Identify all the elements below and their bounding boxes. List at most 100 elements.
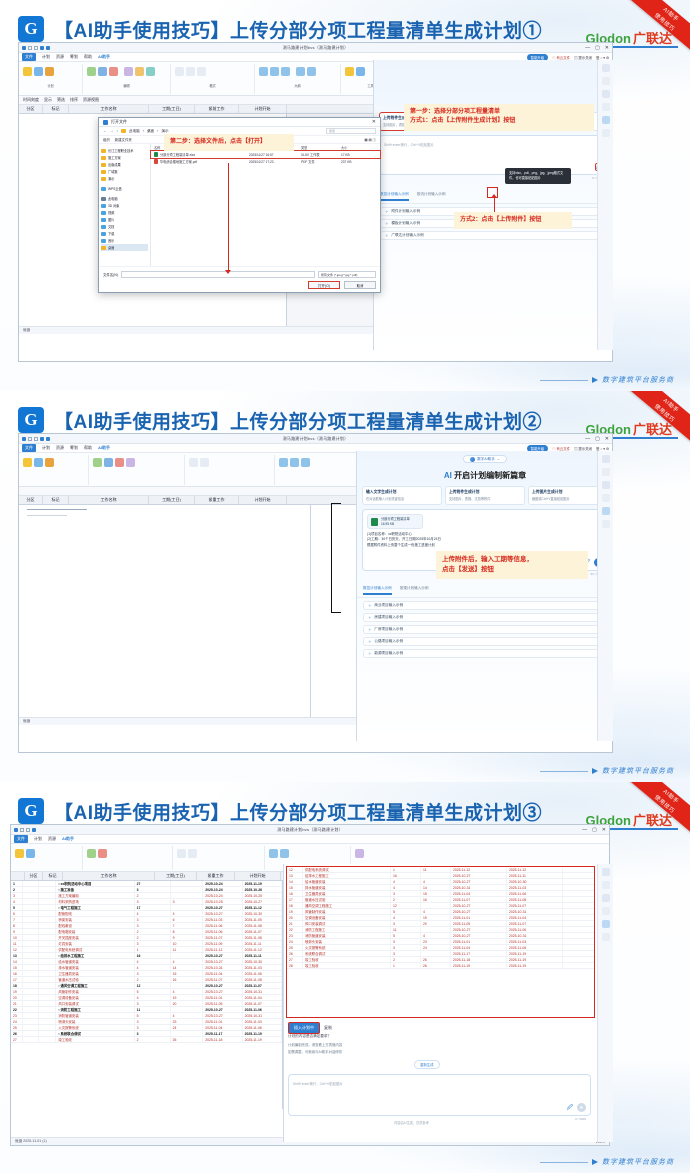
tree-item[interactable]: 长江工程职业技术 [101, 147, 148, 154]
save-label[interactable]: ▤ 提示关闭 [574, 55, 592, 60]
open-button[interactable]: 打开(O) [308, 281, 340, 289]
tab-example-1[interactable]: 数控计划输入示例 [363, 586, 392, 596]
tree-item[interactable]: 出版成果 [101, 161, 148, 168]
rail-settings[interactable] [598, 129, 613, 137]
tree-item[interactable]: 音乐 [101, 237, 148, 244]
example-tabs[interactable]: 数控计划输入示例 按规计划输入示例 [357, 581, 613, 599]
rail-template[interactable] [598, 494, 613, 502]
rail-position[interactable] [598, 90, 613, 98]
menu-plan[interactable]: 计划 [34, 836, 42, 841]
account-label[interactable]: 登 ○ ▾ ⚙ [595, 446, 609, 451]
account-label[interactable]: 登 ○ ▾ ⚙ [595, 55, 609, 60]
card-upload-image[interactable]: 上传图片生成计划截图或Ctrl+V直接粘贴图片 [528, 486, 608, 506]
filename-row[interactable]: 文件名(N) 所有文件 (*.jpeg;*.jpg;*.pdf) [103, 271, 376, 278]
regenerate-button[interactable]: 重新生成 [414, 1060, 440, 1069]
tree-item[interactable]: 施工方案 [101, 154, 148, 161]
tab-example-1[interactable]: 数控计划输入示例 [380, 192, 409, 202]
tree-item[interactable]: 视频 [101, 209, 148, 216]
secondary-toolbar[interactable] [19, 487, 612, 496]
file-row-selected[interactable]: 分部分项工程量清单.xlsx 2025/11/27 16:57 XLSX 工作表… [150, 150, 381, 159]
menu-file[interactable]: 文件 [14, 835, 28, 843]
upgrade-badge[interactable]: 智能升级 [526, 53, 549, 61]
tab-example-2[interactable]: 按流计划输入示例 [416, 192, 446, 197]
result-actions[interactable]: 插入计划中 复制 [288, 1022, 332, 1034]
menu-plan[interactable]: 计划 [42, 54, 50, 59]
input-tools[interactable]: 🖉 ➤ [566, 1103, 586, 1112]
rail-search[interactable] [598, 77, 613, 85]
filename-input[interactable] [120, 271, 315, 278]
dialog-search-input[interactable]: 搜索 [326, 128, 376, 134]
ai-assistant-pill[interactable]: 数字AI助手⌄ [463, 455, 507, 463]
dialog-footer[interactable]: 文件名(N) 所有文件 (*.jpeg;*.jpg;*.pdf) 打开(O) 取… [99, 266, 380, 293]
example-row[interactable]: ✧房建项目输入示例 [363, 613, 607, 623]
open-file-dialog[interactable]: 打开文件 ✕ ←→↑ 此电脑› 桌面› 演示 搜索 组织 新建文件夹 ▦ ▤ ⓘ… [98, 117, 381, 293]
tree-item[interactable]: 广域数 [101, 168, 148, 175]
ai-right-rail[interactable] [597, 60, 613, 350]
window-controls[interactable]: —▢✕ [582, 826, 606, 833]
filetype-select[interactable]: 所有文件 (*.jpeg;*.jpg;*.pdf) [318, 271, 376, 278]
example-row[interactable]: ✧厂房项目输入示例 [363, 625, 607, 635]
path-2[interactable]: 演示 [161, 128, 169, 133]
dialog-close-icon[interactable]: ✕ [371, 119, 376, 125]
example-row[interactable]: ✧能源项目输入示例 [363, 649, 607, 659]
ai-input-box[interactable]: Shift+enter换行，Ctrl+V粘贴图片 🖉 ➤ 0 / 5000 [288, 1074, 591, 1121]
rail-template[interactable] [598, 103, 613, 111]
forward-icon[interactable]: → [109, 129, 114, 133]
new-folder-button[interactable]: 新建文件夹 [114, 138, 132, 142]
cloud-sync-label[interactable]: ☁ 有云文件 [552, 446, 571, 451]
menu-prepare[interactable]: 筹划 [70, 445, 78, 450]
window-controls[interactable]: —▢✕ [585, 44, 609, 51]
rail-ai-assistant-icon[interactable] [598, 920, 613, 928]
tree-item[interactable]: 下载 [101, 230, 148, 237]
dialog-buttons[interactable]: 打开(O) 取消 [103, 281, 376, 289]
copy-button[interactable]: 复制 [324, 1025, 332, 1030]
rail-search[interactable] [598, 468, 613, 476]
menu-ai-assistant[interactable]: AI助手 [98, 445, 110, 450]
cloud-sync-label[interactable]: ☁ 有云文件 [552, 55, 571, 60]
card-upload-attachment[interactable]: 上传附件生成计划支持图片、表格、文档等附件 [445, 486, 525, 506]
tree-item[interactable]: WPS云盘 [101, 185, 148, 192]
back-icon[interactable]: ← [103, 129, 107, 133]
insert-plan-button[interactable]: 插入计划中 [288, 1022, 320, 1034]
toolbar-item-2[interactable]: 筛选 [57, 97, 65, 102]
ai-right-rail[interactable] [597, 864, 613, 1142]
menu-ai-assistant[interactable]: AI助手 [62, 836, 74, 841]
tab-example-2[interactable]: 按规计划输入示例 [399, 586, 429, 591]
rail-ai-assistant-icon[interactable] [598, 507, 613, 515]
tree-item[interactable]: 文档 [101, 223, 148, 230]
view-icons[interactable]: ▦ ▤ ⓘ [364, 138, 376, 142]
menu-ai-assistant[interactable]: AI助手 [98, 54, 110, 59]
up-icon[interactable]: ↑ [116, 129, 118, 133]
tree-item[interactable]: 图片 [101, 216, 148, 223]
rail-notify[interactable] [598, 868, 613, 876]
